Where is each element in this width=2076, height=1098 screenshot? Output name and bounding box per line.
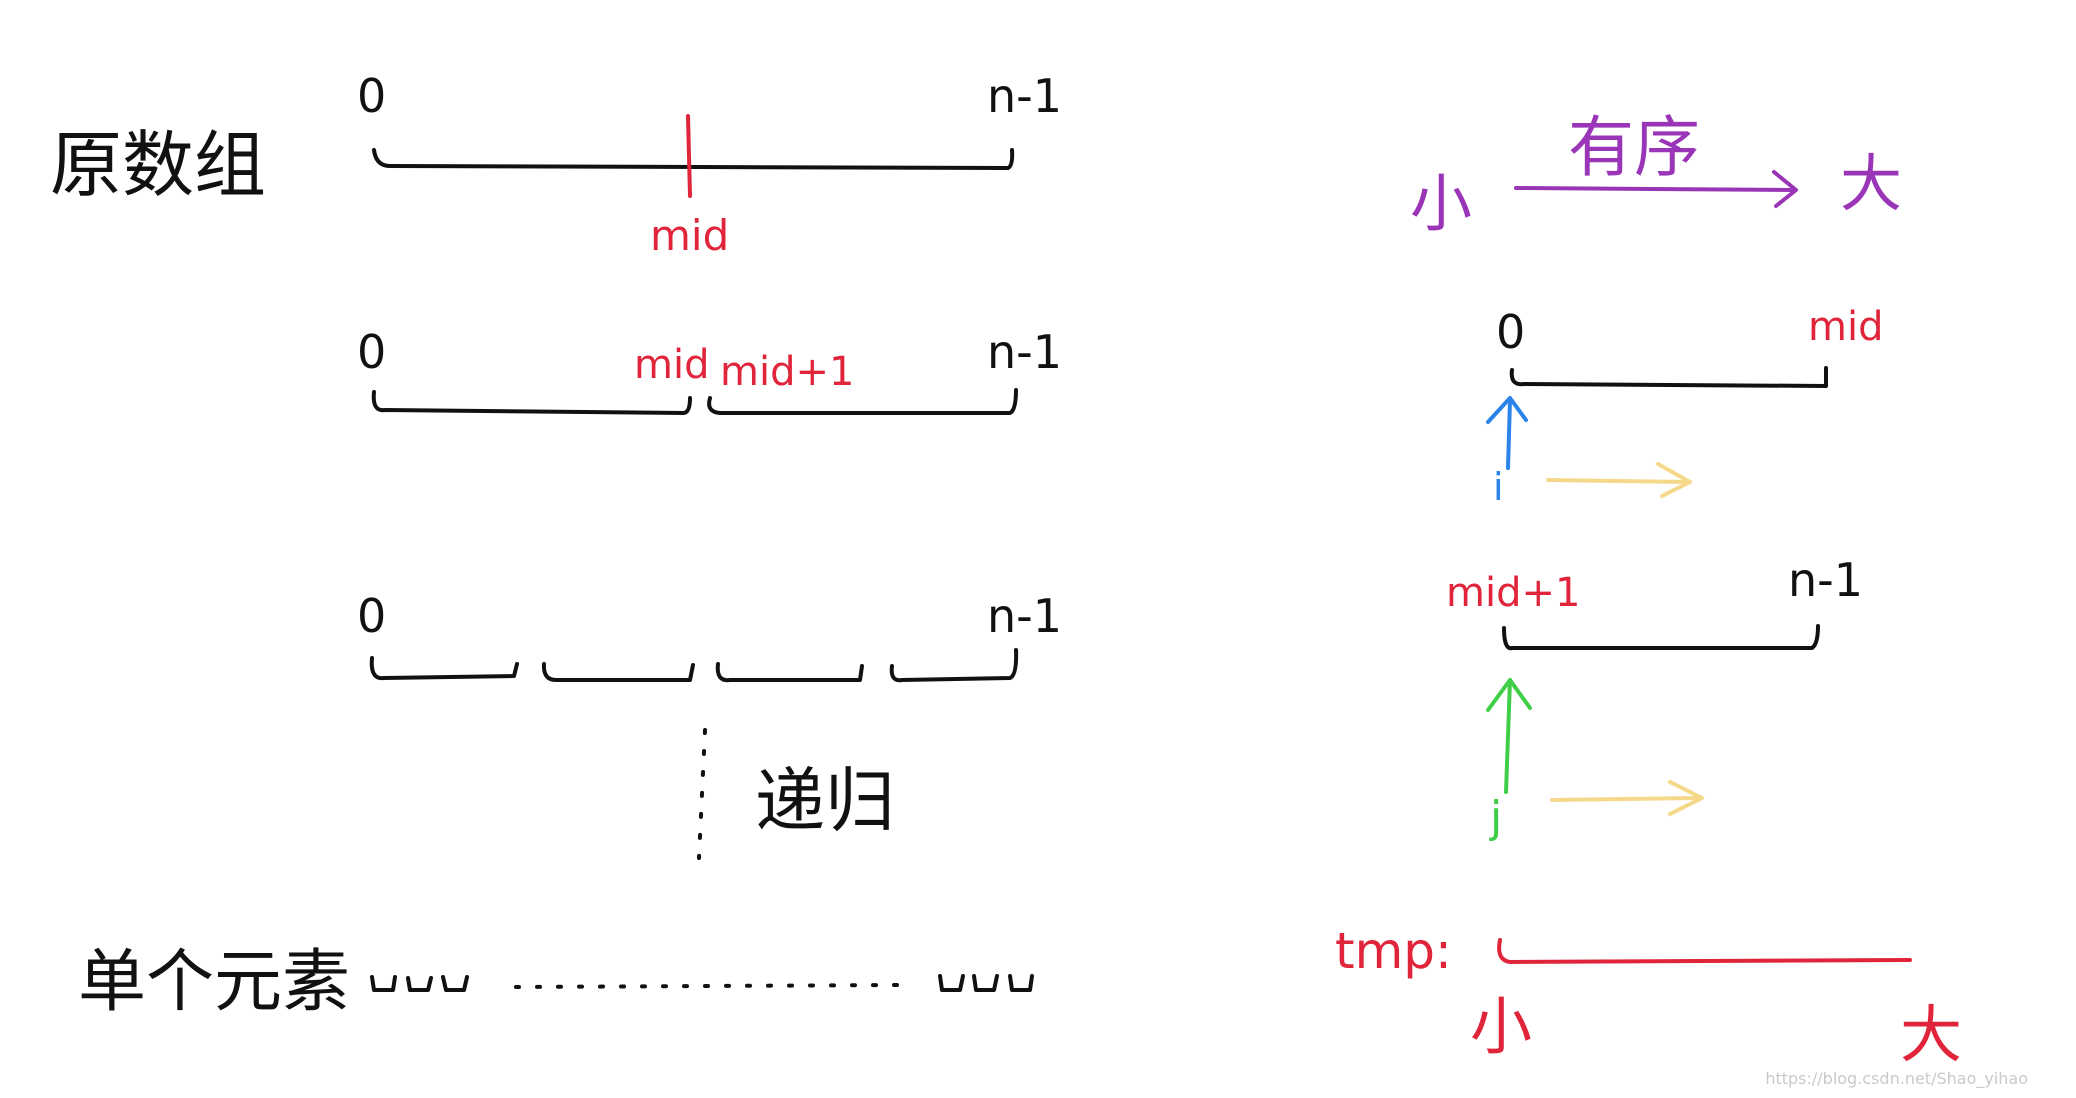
row2-mid-plus-one-label: mid+1 bbox=[720, 349, 854, 395]
row2-mid-label: mid bbox=[634, 342, 709, 388]
tmp-large-label: 大 bbox=[1900, 998, 1962, 1071]
pointer-j-arrow-line bbox=[1504, 678, 1512, 794]
pointer-i-move-arrow-line bbox=[1546, 478, 1692, 484]
row3-part4-bracket bbox=[889, 648, 1019, 683]
row3-end-label: n-1 bbox=[987, 589, 1062, 643]
recursion-vertical-dots bbox=[697, 728, 707, 860]
pointer-i-arrow-head bbox=[1486, 396, 1528, 424]
left-range-bracket bbox=[1509, 366, 1828, 388]
row3-part2-bracket bbox=[541, 662, 695, 682]
tmp-small-label: 小 bbox=[1470, 990, 1532, 1063]
right-range-start-label: mid+1 bbox=[1446, 570, 1580, 616]
row2-left-half-bracket bbox=[371, 390, 692, 415]
row1-start-label: 0 bbox=[357, 69, 386, 123]
pointer-j-move-arrow-line bbox=[1550, 796, 1702, 802]
order-arrow-head bbox=[1772, 170, 1798, 208]
order-arrow-line bbox=[1514, 186, 1794, 192]
pointer-j-move-arrow-head bbox=[1668, 780, 1704, 816]
order-label: 有序 bbox=[1568, 109, 1700, 186]
pointer-i-arrow-line bbox=[1506, 398, 1512, 470]
tmp-array-line bbox=[1497, 938, 1912, 964]
row1-array-bracket bbox=[372, 148, 1015, 170]
tmp-label: tmp: bbox=[1335, 922, 1452, 980]
row1-end-label: n-1 bbox=[987, 69, 1062, 123]
left-range-start-label: 0 bbox=[1496, 305, 1525, 359]
order-small-label: 小 bbox=[1410, 167, 1472, 240]
single-element-right-group bbox=[938, 974, 1034, 992]
row2-end-label: n-1 bbox=[987, 325, 1062, 379]
pointer-j-label: j bbox=[1489, 792, 1502, 843]
row2-right-half-bracket bbox=[707, 388, 1018, 415]
pointer-j-arrow-head bbox=[1486, 678, 1532, 712]
order-large-label: 大 bbox=[1840, 147, 1902, 220]
single-element-dots bbox=[514, 983, 902, 989]
row3-part1-bracket bbox=[369, 656, 519, 681]
row1-mid-marker bbox=[686, 114, 692, 198]
row2-start-label: 0 bbox=[357, 325, 386, 379]
pointer-i-label: i bbox=[1493, 465, 1504, 509]
watermark-url: https://blog.csdn.net/Shao_yihao bbox=[1765, 1069, 2028, 1088]
pointer-i-move-arrow-head bbox=[1656, 462, 1692, 498]
row1-mid-label: mid bbox=[650, 211, 729, 260]
single-element-left-group bbox=[370, 975, 469, 992]
right-range-end-label: n-1 bbox=[1788, 553, 1863, 607]
recursion-label: 递归 bbox=[755, 760, 895, 842]
row3-start-label: 0 bbox=[357, 589, 386, 643]
right-range-bracket bbox=[1502, 624, 1820, 651]
left-range-end-label: mid bbox=[1808, 304, 1883, 350]
row3-part3-bracket bbox=[715, 662, 864, 683]
single-element-label: 单个元素 bbox=[78, 943, 350, 1022]
original-array-label: 原数组 bbox=[50, 123, 266, 207]
